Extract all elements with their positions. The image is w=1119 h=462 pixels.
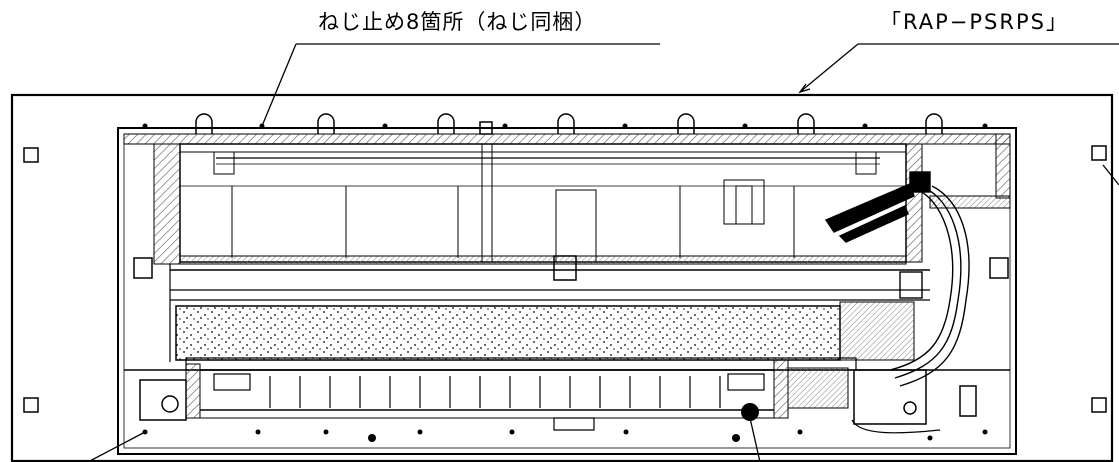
filter-panel (175, 305, 841, 361)
mounting-squares (23, 145, 1107, 413)
top-frame (123, 133, 1011, 145)
rails (169, 264, 930, 362)
screw-note-label: ねじ止め8箇所（ねじ同梱） (318, 10, 597, 34)
outer-panel (10, 93, 1114, 462)
model-name-label: 「RAP−PSRPS」 (880, 10, 1069, 34)
leader-lines (87, 43, 1119, 462)
top-screws (142, 123, 988, 129)
top-clips (195, 113, 943, 135)
unit-body (117, 127, 1017, 455)
lower-section (124, 357, 1010, 434)
bottom-screws (142, 429, 988, 442)
upper-housing (133, 143, 1009, 281)
wiring-harness (824, 171, 970, 387)
